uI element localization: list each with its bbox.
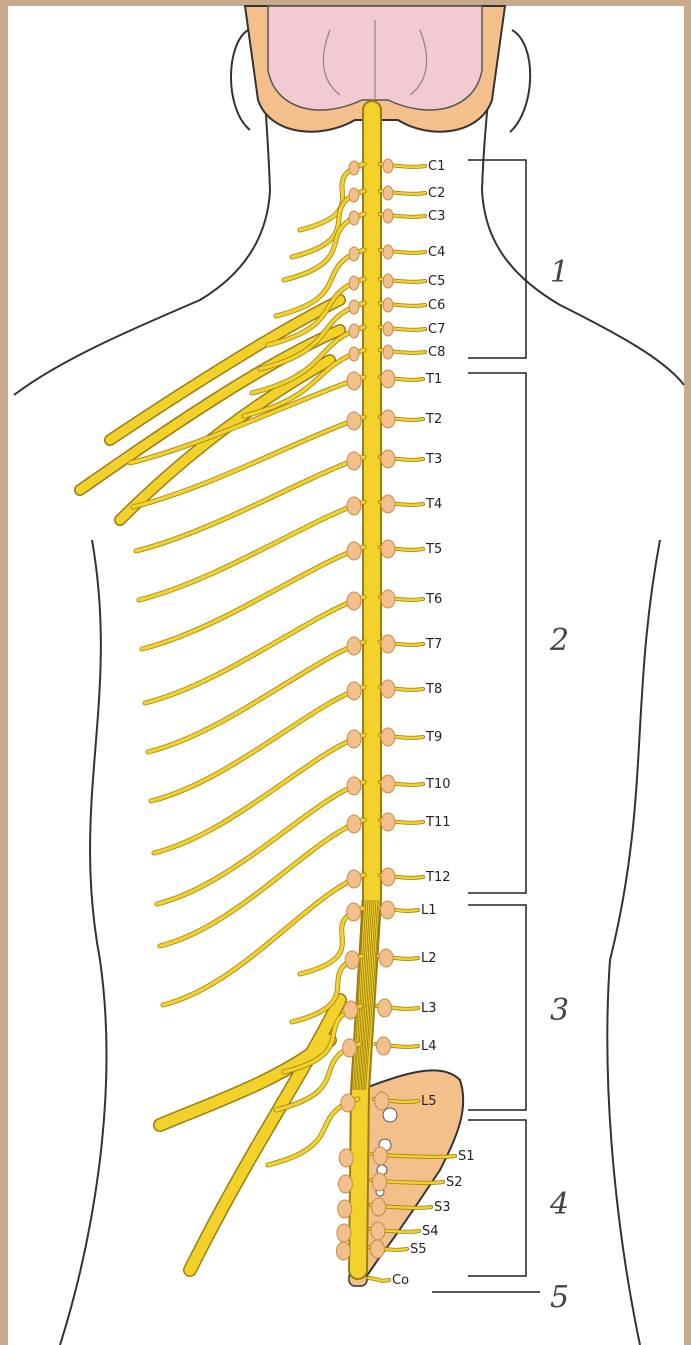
ganglion-right (383, 245, 393, 259)
segment-label: S2 (446, 1175, 463, 1190)
segment-label: C3 (428, 209, 445, 224)
ganglion-left (338, 1200, 352, 1218)
segment-label: C7 (428, 322, 445, 337)
region-number: 4 (549, 1187, 569, 1222)
segment-label: S5 (410, 1242, 427, 1257)
segment-label: C1 (428, 159, 445, 174)
segment-label: T2 (425, 412, 442, 427)
segment-label: T6 (425, 592, 442, 607)
ganglion-left (344, 1001, 358, 1019)
ganglion-right (370, 1240, 384, 1258)
ganglion-right (383, 345, 393, 359)
ganglion-right (381, 495, 395, 513)
region-number: 1 (550, 255, 569, 290)
segment-label: L5 (421, 1094, 437, 1109)
ganglion-left (349, 347, 359, 361)
ganglion-left (347, 870, 361, 888)
segment-label: C2 (428, 186, 445, 201)
ganglion-right (381, 635, 395, 653)
segment-label: S4 (422, 1224, 439, 1239)
ganglion-right (381, 370, 395, 388)
segment-label: T8 (425, 682, 442, 697)
ganglion-left (347, 777, 361, 795)
ganglion-left (347, 637, 361, 655)
ganglion-right (383, 274, 393, 288)
segment-label: T12 (425, 870, 450, 885)
segment-label: S3 (434, 1200, 451, 1215)
ganglion-left (349, 211, 359, 225)
segment-label: L2 (421, 951, 437, 966)
ganglion-left (347, 542, 361, 560)
segment-label: T10 (425, 777, 450, 792)
region-number: 3 (550, 993, 569, 1028)
segment-label: T7 (425, 637, 442, 652)
segment-label: L1 (421, 903, 437, 918)
region-number: 2 (549, 623, 569, 658)
ganglion-right (383, 159, 393, 173)
ganglion-right (383, 186, 393, 200)
ganglion-left (347, 730, 361, 748)
ganglion-right (383, 298, 393, 312)
ganglion-right (381, 590, 395, 608)
ganglion-right (377, 1037, 391, 1055)
segment-label: C4 (428, 245, 445, 260)
ganglion-right (381, 728, 395, 746)
segment-label: T11 (425, 815, 450, 830)
ganglion-left (349, 324, 359, 338)
ganglion-right (379, 949, 393, 967)
ganglion-left (347, 815, 361, 833)
segment-label: L3 (421, 1001, 437, 1016)
region-number: 5 (550, 1280, 569, 1315)
ganglion-left (347, 903, 361, 921)
ganglion-right (383, 209, 393, 223)
ganglion-right (378, 999, 392, 1017)
ganglion-left (339, 1149, 353, 1167)
ganglion-right (381, 868, 395, 886)
segment-label: C8 (428, 345, 445, 360)
ganglion-right (381, 410, 395, 428)
ganglion-right (372, 1173, 386, 1191)
ganglion-left (347, 497, 361, 515)
segment-label: T1 (425, 372, 442, 387)
ganglion-right (381, 680, 395, 698)
ganglion-left (338, 1175, 352, 1193)
ganglion-right (383, 322, 393, 336)
ganglion-left (347, 592, 361, 610)
segment-label: C6 (428, 298, 445, 313)
ganglion-right (375, 1092, 389, 1110)
ganglion-left (345, 951, 359, 969)
ganglion-left (347, 452, 361, 470)
segment-label: T9 (425, 730, 442, 745)
ganglion-left (347, 412, 361, 430)
ganglion-right (381, 540, 395, 558)
ganglion-left (349, 300, 359, 314)
ganglion-right (373, 1147, 387, 1165)
segment-label: T3 (425, 452, 442, 467)
ganglion-left (347, 372, 361, 390)
ganglion-right (371, 1222, 385, 1240)
ganglion-left (349, 161, 359, 175)
page-background (8, 6, 684, 1345)
ganglion-left (347, 682, 361, 700)
segment-label: S1 (458, 1149, 475, 1164)
segment-label: Co (392, 1273, 409, 1288)
ganglion-left (341, 1094, 355, 1112)
ganglion-right (381, 813, 395, 831)
ganglion-left (343, 1039, 357, 1057)
segment-label: T4 (425, 497, 442, 512)
ganglion-right (381, 775, 395, 793)
ganglion-left (337, 1224, 351, 1242)
ganglion-right (381, 901, 395, 919)
segment-label: C5 (428, 274, 445, 289)
segment-label: T5 (425, 542, 442, 557)
ganglion-left (349, 276, 359, 290)
segment-label: L4 (421, 1039, 437, 1054)
ganglion-right (372, 1198, 386, 1216)
ganglion-left (349, 247, 359, 261)
ganglion-left (349, 188, 359, 202)
ganglion-left (336, 1242, 350, 1260)
ganglion-right (381, 450, 395, 468)
